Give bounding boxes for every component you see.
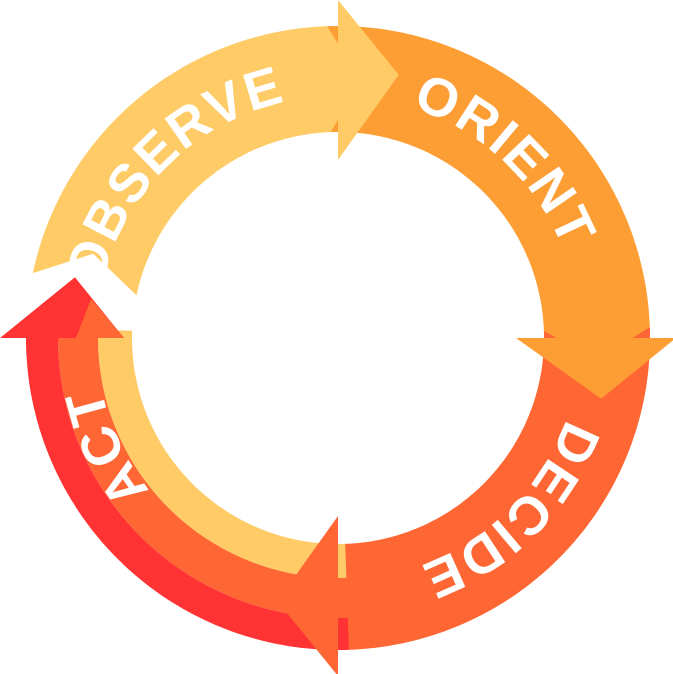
decide-arrow-head [277,516,338,674]
orient-arrow-band [327,26,650,338]
observe-arrow-head [338,0,399,160]
act-arrow-head-stripe [76,298,124,338]
decide-arrow-band [338,327,650,650]
orient-arrow-head [516,338,673,399]
observe-arrow-band [32,26,339,296]
